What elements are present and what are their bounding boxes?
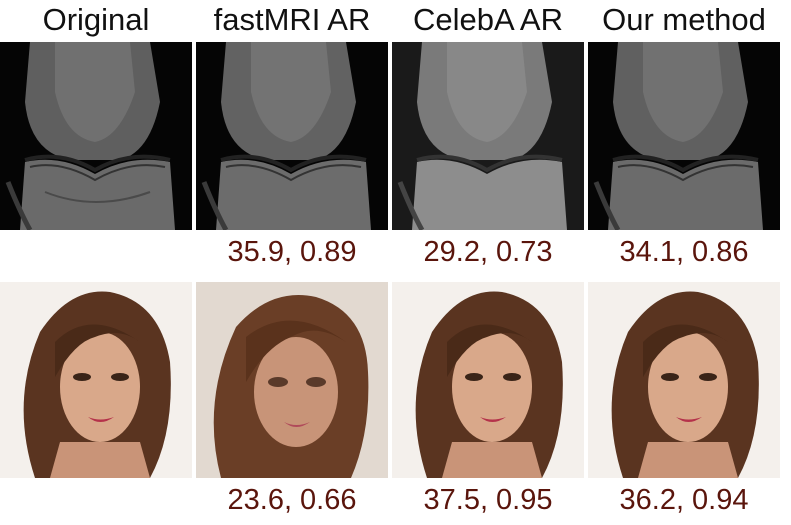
knee-mri-image (196, 42, 388, 230)
face-image (196, 282, 388, 478)
mri-panel-fastmri-ar (196, 42, 388, 230)
face-metric-original (0, 480, 192, 520)
mri-metric-celeba-ar: 29.2, 0.73 (423, 236, 553, 268)
column-title-fastmri-ar: fastMRI AR (213, 2, 371, 37)
knee-mri-image (0, 42, 192, 230)
knee-mri-image (392, 42, 584, 230)
face-panel-celeba-ar (392, 282, 584, 478)
face-metric-fastmri-ar: 23.6, 0.66 (227, 484, 357, 516)
face-panel-our-method (588, 282, 780, 478)
mri-panel-our-method (588, 42, 780, 230)
column-title-celeba-ar: CelebA AR (413, 2, 563, 37)
knee-mri-image (588, 42, 780, 230)
mri-panel-original (0, 42, 192, 230)
column-title-original: Original (42, 2, 150, 37)
face-panel-original (0, 282, 192, 478)
mri-metric-fastmri-ar: 35.9, 0.89 (227, 236, 357, 268)
mri-metric-our-method: 34.1, 0.86 (619, 236, 749, 268)
face-panel-fastmri-ar (196, 282, 388, 478)
face-metric-our-method: 36.2, 0.94 (619, 484, 749, 516)
column-title-our-method: Our method (602, 2, 766, 37)
face-image (392, 282, 584, 478)
face-metric-celeba-ar: 37.5, 0.95 (423, 484, 553, 516)
face-image (588, 282, 780, 478)
face-image (0, 282, 192, 478)
mri-metric-original (0, 232, 192, 272)
mri-panel-celeba-ar (392, 42, 584, 230)
